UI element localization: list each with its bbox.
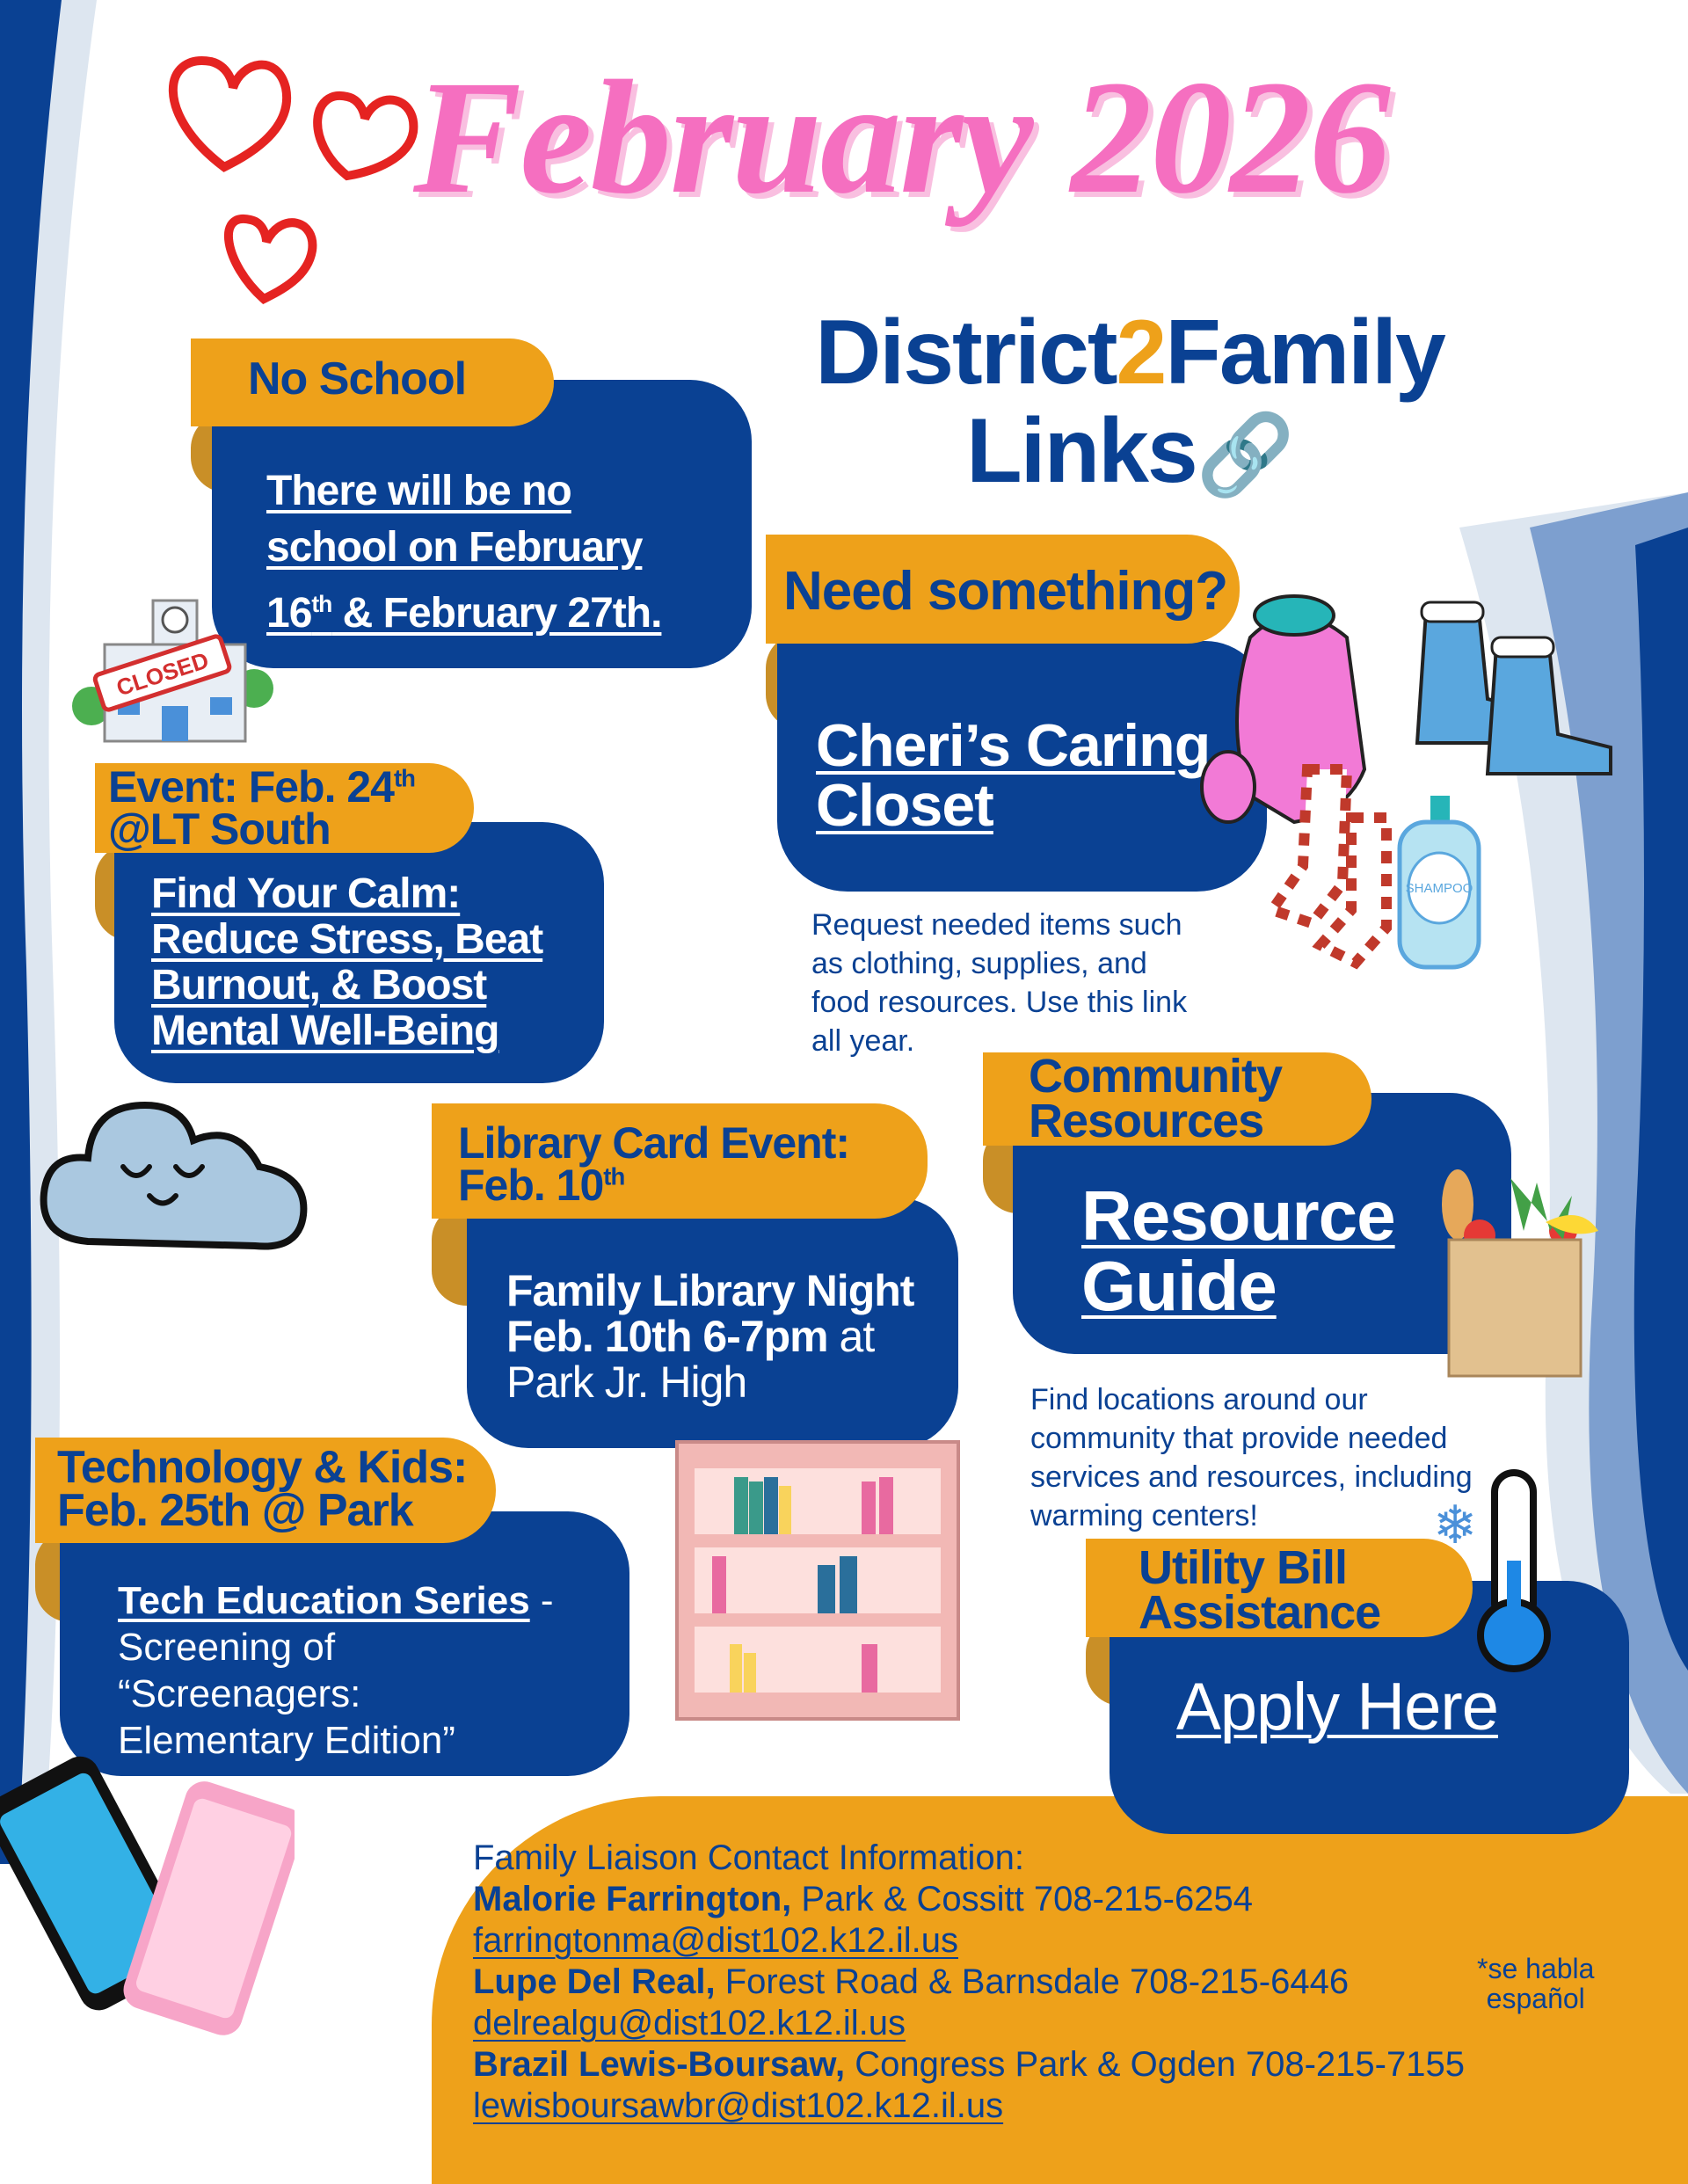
no-school-tab: No School (191, 339, 554, 426)
contact-info: Family Liaison Contact Information: Malo… (473, 1838, 1465, 2125)
closed-school-icon: CLOSED (72, 599, 273, 743)
email-link[interactable]: lewisboursawbr@dist102.k12.il.us (473, 2086, 1004, 2125)
no-school-text[interactable]: There will be no school on February 16th… (266, 468, 662, 637)
technology-event-tab: Technology & Kids:Feb. 25th @ Park (35, 1438, 496, 1543)
calm-event-tab: Event: Feb. 24th@LT South (95, 763, 474, 853)
page-title: February 2026 (413, 47, 1391, 228)
calm-cloud-icon (40, 1101, 308, 1250)
contact-panel (432, 1796, 1688, 2184)
email-link[interactable]: farringtonma@dist102.k12.il.us (473, 1921, 958, 1960)
technology-event-card: Tech Education Series - Screening of“Scr… (60, 1511, 629, 1776)
tab-fold (432, 1205, 471, 1306)
thermometer-icon: ❄ (1433, 1469, 1551, 1672)
tech-education-link[interactable]: Tech Education Series (118, 1579, 530, 1622)
contact-heading: Family Liaison Contact Information: (473, 1838, 1024, 1877)
email-link[interactable]: delrealgu@dist102.k12.il.us (473, 2004, 906, 2042)
library-event-text: Family Library Night Feb. 10th 6-7pm at … (506, 1266, 914, 1407)
no-school-card: There will be no school on February 16th… (212, 380, 752, 668)
brand-part2: Family (1165, 302, 1445, 404)
brand-part1: District (815, 302, 1117, 404)
brand-number: 2 (1116, 302, 1168, 404)
link-chain-icon: 🔗 (1196, 411, 1295, 500)
brand-logo: District2Family Links🔗 (747, 303, 1512, 501)
library-event-tab: Library Card Event:Feb. 10th (432, 1103, 928, 1219)
hearts-icon (168, 56, 418, 304)
bookshelf-icon (675, 1440, 960, 1721)
grocery-bag-icon (1442, 1169, 1598, 1378)
phones-icon (0, 1756, 295, 2035)
shampoo-label: SHAMPOO (1406, 881, 1473, 896)
snowflake-icon: ❄ (1433, 1495, 1477, 1556)
brand-line2: Links (966, 400, 1198, 503)
need-something-tab: Need something? (766, 535, 1240, 644)
technology-event-text: Tech Education Series - Screening of“Scr… (118, 1579, 554, 1762)
apply-here-link[interactable]: Apply Here (1176, 1670, 1499, 1744)
library-event-card: Family Library Night Feb. 10th 6-7pm at … (467, 1198, 958, 1448)
winter-clothing-icon: SHAMPOO (1200, 594, 1612, 970)
